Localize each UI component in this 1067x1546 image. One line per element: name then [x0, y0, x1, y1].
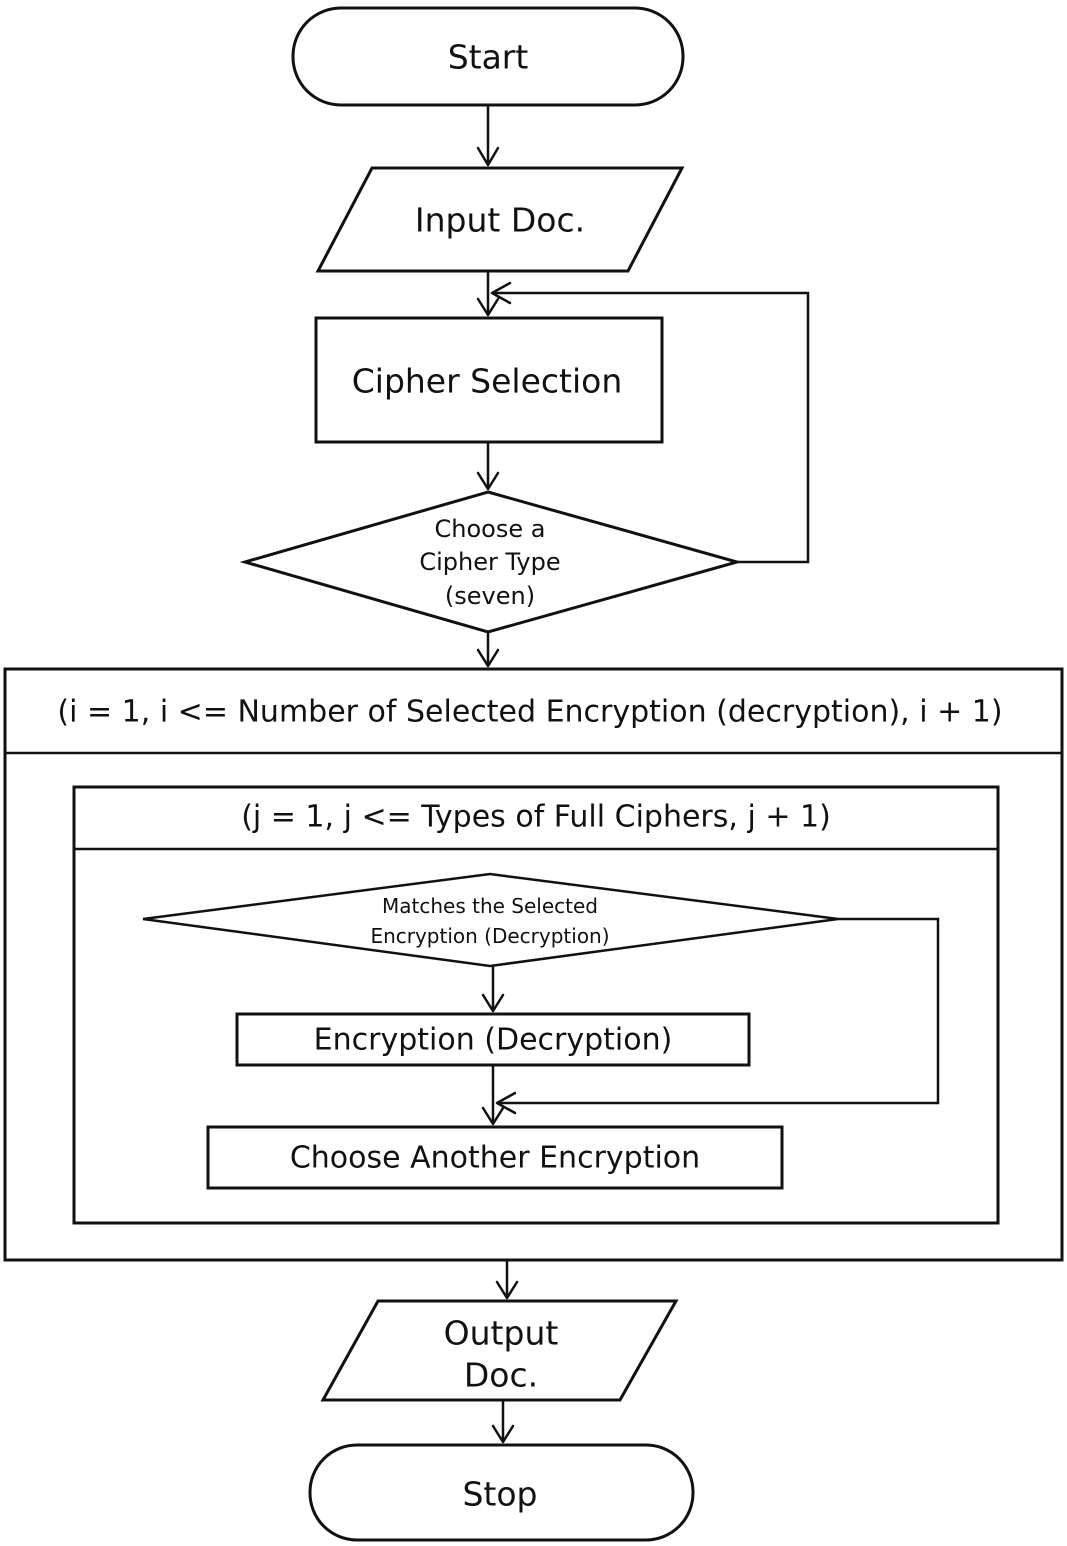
edge-outer-loop-to-output	[495, 1260, 519, 1300]
input-doc-node: Input Doc.	[315, 166, 685, 273]
choose-another-node: Choose Another Encryption	[206, 1125, 784, 1190]
choose-cipher-label-line3: (seven)	[445, 582, 535, 610]
encryption-label: Encryption (Decryption)	[314, 1023, 673, 1058]
matches-decision: Matches the Selected Encryption (Decrypt…	[142, 872, 839, 968]
start-label: Start	[448, 38, 529, 77]
inner-loop-header: (j = 1, j <= Types of Full Ciphers, j + …	[241, 800, 831, 835]
stop-node: Stop	[308, 1443, 695, 1542]
choose-cipher-label-line1: Choose a	[435, 515, 546, 543]
stop-label: Stop	[462, 1475, 537, 1514]
matches-label-line1: Matches the Selected	[382, 894, 598, 918]
cipher-selection-label: Cipher Selection	[352, 362, 623, 401]
edge-matches-to-encryption	[481, 966, 505, 1013]
encryption-node: Encryption (Decryption)	[235, 1012, 751, 1067]
edge-output-to-stop	[491, 1400, 515, 1444]
output-doc-label-line1: Output	[444, 1314, 559, 1353]
output-doc-label-line2: Doc.	[464, 1356, 538, 1395]
cipher-selection-node: Cipher Selection	[314, 316, 664, 444]
edge-decision-to-outer-loop	[476, 632, 500, 668]
choose-cipher-type-decision: Choose a Cipher Type (seven)	[239, 490, 743, 634]
choose-another-label: Choose Another Encryption	[290, 1141, 700, 1176]
output-doc-node: Output Doc.	[320, 1299, 679, 1402]
edge-input-to-cipher-selection	[476, 271, 500, 317]
edge-encryption-to-choose-another	[481, 1065, 505, 1126]
matches-label-line2: Encryption (Decryption)	[370, 924, 609, 948]
input-doc-label: Input Doc.	[415, 201, 585, 240]
edge-cipher-selection-to-decision	[476, 442, 500, 491]
start-node: Start	[291, 6, 685, 107]
edge-start-to-input	[476, 105, 500, 167]
choose-cipher-label-line2: Cipher Type	[419, 548, 560, 576]
outer-loop-header: (i = 1, i <= Number of Selected Encrypti…	[57, 695, 1002, 730]
edge-decision-loop-back	[490, 281, 810, 564]
edge-matches-bypass	[495, 917, 940, 1115]
